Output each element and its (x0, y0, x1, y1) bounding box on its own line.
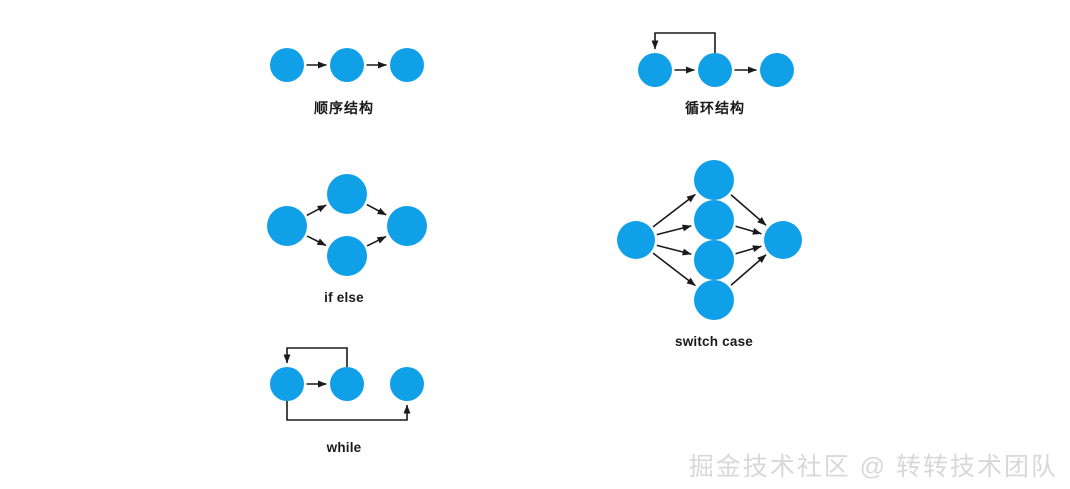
node-c3[interactable] (694, 240, 734, 280)
node-w2[interactable] (330, 367, 364, 401)
node-c2[interactable] (694, 200, 734, 240)
node-e1[interactable] (267, 206, 307, 246)
node-c1[interactable] (694, 160, 734, 200)
edge-e1-to-e3 (306, 235, 327, 247)
node-s2[interactable] (330, 48, 364, 82)
node-l2[interactable] (698, 53, 732, 87)
edge-c2-to-c5 (735, 225, 762, 235)
edge-c0-to-c4 (652, 252, 696, 287)
edge-c1-to-c5 (730, 194, 767, 226)
edge-c0-to-c2 (656, 224, 692, 236)
diagram-label-sequence: 顺序结构 (314, 100, 374, 116)
node-e4[interactable] (387, 206, 427, 246)
edge-e2-to-e4 (366, 203, 387, 216)
node-c0[interactable] (617, 221, 655, 259)
loopback-edge-l2-to-l1 (651, 32, 716, 53)
edge-c0-to-c1 (652, 193, 696, 228)
diagram-label-switch-case: switch case (675, 334, 753, 349)
node-l3[interactable] (760, 53, 794, 87)
watermark: 掘金技术社区 @ 转转技术团队 (688, 453, 1058, 481)
node-c5[interactable] (764, 221, 802, 259)
edge-c0-to-c3 (656, 244, 692, 256)
node-e3[interactable] (327, 236, 367, 276)
node-s1[interactable] (270, 48, 304, 82)
node-s3[interactable] (390, 48, 424, 82)
loopback-edge-w2-to-w1 (283, 347, 348, 367)
node-w3[interactable] (390, 367, 424, 401)
edge-e3-to-e4 (366, 235, 387, 247)
node-w1[interactable] (270, 367, 304, 401)
edge-c4-to-c5 (730, 254, 767, 286)
diagram-label-while: while (326, 440, 362, 455)
node-c4[interactable] (694, 280, 734, 320)
node-layer (267, 48, 802, 401)
diagram-label-if-else: if else (324, 290, 364, 305)
edge-layer (283, 32, 767, 421)
node-e2[interactable] (327, 174, 367, 214)
edge-c3-to-c5 (735, 245, 762, 255)
exit-edge-w1-to-w3 (286, 401, 411, 421)
diagram-label-loop: 循环结构 (685, 100, 745, 116)
node-l1[interactable] (638, 53, 672, 87)
edge-e1-to-e2 (306, 204, 327, 217)
